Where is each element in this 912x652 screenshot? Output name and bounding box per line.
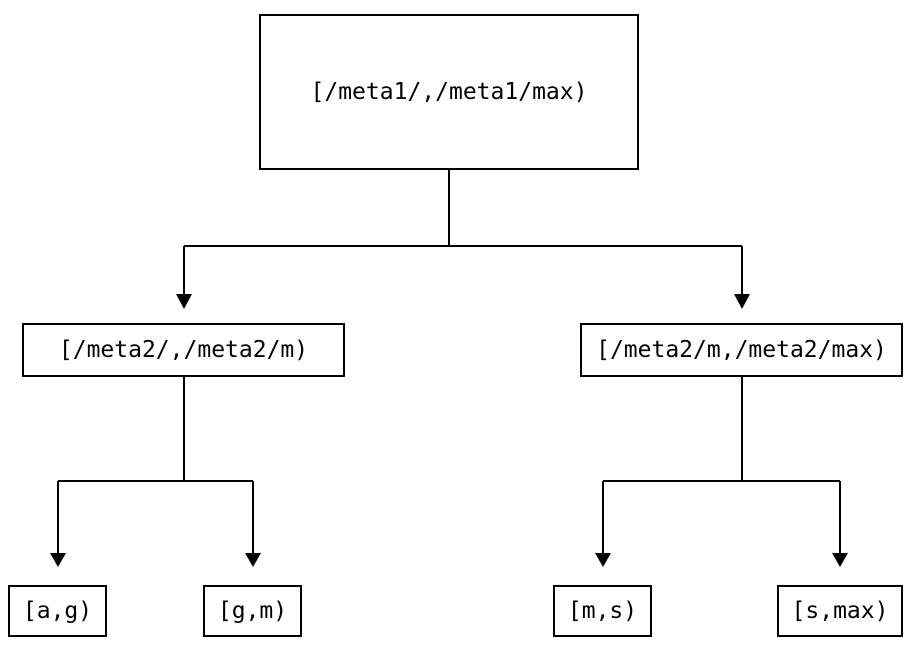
tree-node-root: [/meta1/,/meta1/max) xyxy=(259,14,639,170)
arrowhead-icon xyxy=(176,294,192,309)
tree-leaf-g-m: [g,m) xyxy=(203,585,302,637)
tree-node-meta2-low: [/meta2/,/meta2/m) xyxy=(22,323,345,377)
arrowhead-icon xyxy=(245,553,261,567)
tree-leaf-a-g: [a,g) xyxy=(8,585,107,637)
tree-node-meta2-high: [/meta2/m,/meta2/max) xyxy=(580,323,903,377)
arrowhead-icon xyxy=(832,553,848,567)
tree-leaf-m-s: [m,s) xyxy=(553,585,652,637)
arrowhead-icon xyxy=(595,553,611,567)
arrowhead-icon xyxy=(734,294,750,309)
arrowhead-icon xyxy=(50,553,66,567)
tree-leaf-s-max: [s,max) xyxy=(777,585,903,637)
